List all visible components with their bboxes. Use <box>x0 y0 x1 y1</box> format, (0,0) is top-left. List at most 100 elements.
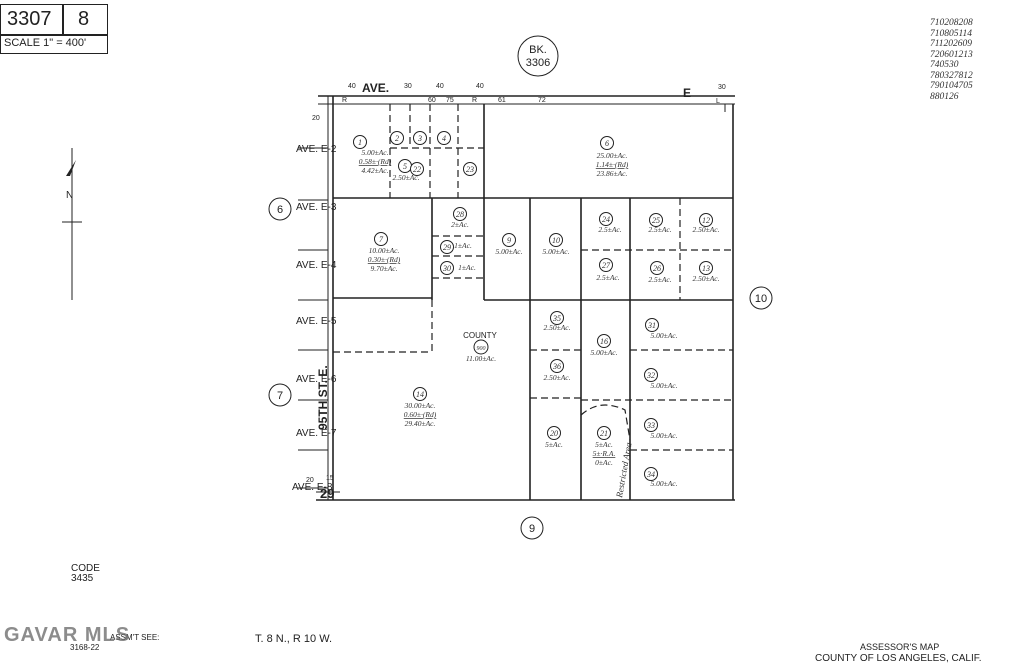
parcel-area: 2.50±Ac. <box>543 323 570 332</box>
parcel-number-circle <box>374 232 388 246</box>
parcel-21: 215±Ac.5±·R.A.0±Ac. <box>593 426 615 467</box>
scale-box <box>0 34 108 54</box>
ave-labels: AVE. E-2 AVE. E-3 AVE. E-4 AVE. E-5 AVE.… <box>292 144 337 493</box>
parcel-number: 32 <box>646 371 655 380</box>
ave-e7-label: AVE. E-7 <box>296 428 337 439</box>
parcel-number-circle <box>413 131 427 145</box>
parcel-area: 5.00±Ac. <box>361 148 388 157</box>
top-street-ave: AVE. <box>362 81 389 95</box>
parcel-number: 6 <box>605 139 609 148</box>
dim: 30 <box>718 84 726 91</box>
map-number: 3307 <box>7 8 52 30</box>
revision-code: 720601213 <box>930 49 973 60</box>
parcel-26: 262.5±Ac. <box>648 261 672 284</box>
parcel-number: 29 <box>443 243 451 252</box>
parcel-number: 16 <box>600 337 608 346</box>
parcel-6: 625.00±Ac.1.14±·(Rd)23.86±Ac. <box>596 136 629 178</box>
parcel-area: 5.00±Ac. <box>495 247 522 256</box>
code-value: 3435 <box>71 573 94 584</box>
parcel-number: 30 <box>442 264 451 273</box>
revision-code: 711202609 <box>930 39 973 49</box>
parcel-number-circle <box>645 318 659 332</box>
parcel-number-circle <box>644 368 658 382</box>
parcel-27: 272.5±Ac. <box>596 258 620 282</box>
assessor-title: ASSESSOR'S MAP <box>860 642 940 652</box>
parcel-4: 4 <box>437 131 451 145</box>
assmt-ref: 3168-22 <box>70 643 100 652</box>
parcel-area: 2.50±Ac. <box>543 373 570 382</box>
revision-codes: 710208208 710805114 711202609 720601213 … <box>930 18 973 102</box>
parcel-7: 710.00±Ac.0.30±·(Rd)9.70±Ac. <box>368 232 401 273</box>
parcel-number-circle <box>547 426 561 440</box>
parcel-number-circle <box>473 339 489 355</box>
parcel-number: 28 <box>456 210 464 219</box>
parcel-number-circle <box>549 233 563 247</box>
parcel-28: 282±Ac. <box>451 207 469 229</box>
left-street-label: 95TH ST. E. <box>316 365 330 430</box>
parcel-number: 23 <box>466 165 474 174</box>
parcel-13: 132.50±Ac. <box>692 261 720 283</box>
parcel-34: 345.00±Ac. <box>644 467 678 488</box>
parcel-12: 122.50±Ac. <box>692 213 720 234</box>
ave-e5-label: AVE. E-5 <box>296 316 337 327</box>
parcel-number-circle <box>440 240 454 254</box>
parcel-net: 4.42±Ac. <box>361 166 388 175</box>
dim: 40 <box>476 83 484 90</box>
parcel-number: 26 <box>653 264 661 273</box>
parcel-number-circle <box>644 418 658 432</box>
parcel-area: 2.50±Ac. <box>692 274 719 283</box>
parcel-1: 15.00±Ac.0.58±·(Rd)4.42±Ac. <box>353 135 392 175</box>
adjacent-pages: 6 7 10 9 <box>268 197 773 540</box>
svg-text:N: N <box>66 190 73 201</box>
parcel-number: 3 <box>417 134 422 143</box>
parcel-area: 2±Ac. <box>451 220 469 229</box>
parcel-number: 4 <box>442 134 446 143</box>
dim: 40 <box>436 83 444 90</box>
section-boundary <box>724 104 734 500</box>
parcel-net: 0±Ac. <box>595 458 613 467</box>
parcel-3: 3 <box>413 131 427 145</box>
dim: 72 <box>538 97 546 104</box>
revision-code: 710805114 <box>930 28 973 39</box>
parcel-number: 33 <box>646 421 655 430</box>
parcel-number-circle <box>649 213 663 227</box>
dim: L <box>716 98 720 105</box>
parcel-number-circle <box>644 467 658 481</box>
revision-code: 790104705 <box>930 81 973 91</box>
dim: 61 <box>498 97 506 104</box>
parcel-area: 5.00±Ac. <box>650 479 677 488</box>
parcel-number: 34 <box>646 470 655 479</box>
parcel-area: 11.00±Ac. <box>466 354 496 363</box>
parcel-32: 325.00±Ac. <box>644 368 678 390</box>
adjacent-page-bottom: 9 <box>520 516 544 540</box>
parcel-area: 30.00±Ac. <box>404 401 436 410</box>
parcel-area: 25.00±Ac. <box>597 151 628 160</box>
county-name: COUNTY OF LOS ANGELES, CALIF. <box>815 653 982 664</box>
parcel-number-circle <box>597 426 611 440</box>
parcel-25: 252.5±Ac. <box>648 213 672 234</box>
parcel-number: 9 <box>507 236 511 245</box>
dimension-marks: 40 30 40 40 30 20 20 15 R R 60 75 61 72 … <box>306 83 726 484</box>
ave-e8-label: AVE. E-8 <box>292 482 333 493</box>
parcel-number: 5 <box>403 162 407 171</box>
ave-stubs <box>298 147 328 489</box>
parcel-net: 29.40±Ac. <box>405 419 436 428</box>
adjacent-page-left-upper: 6 <box>268 197 292 221</box>
parcel-number: 36 <box>552 362 561 371</box>
parcel-number: 12 <box>702 216 710 225</box>
parcel-lines-dashed <box>333 104 733 451</box>
parcel-36: 36 2.50±Ac. <box>543 359 571 382</box>
parcel-number-circle <box>353 135 367 149</box>
watermark: GAVAR MLS <box>4 624 131 646</box>
adjacent-page-left-lower: 7 <box>268 383 292 407</box>
dim: 60 <box>428 97 436 104</box>
parcel-number: 20 <box>550 429 558 438</box>
svg-text:7: 7 <box>277 390 283 402</box>
scale-label: SCALE 1" = 400' <box>4 37 87 49</box>
svg-text:10: 10 <box>755 293 767 305</box>
parcel-area: 2.5±Ac. <box>596 273 619 282</box>
parcel-area: 5.00±Ac. <box>650 331 677 340</box>
